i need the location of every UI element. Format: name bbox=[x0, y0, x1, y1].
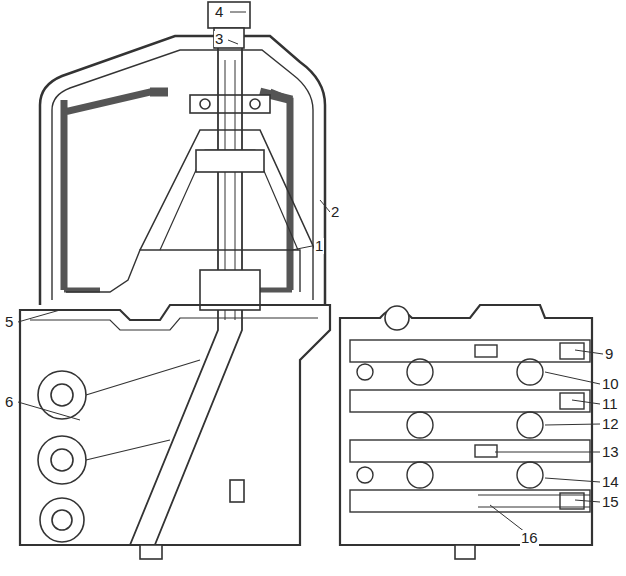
callout-number: 4 bbox=[214, 4, 224, 20]
callout-number: 14 bbox=[601, 474, 620, 490]
callout-number: 1 bbox=[314, 238, 324, 254]
callout-number: 6 bbox=[4, 394, 14, 410]
callout-number: 2 bbox=[330, 204, 340, 220]
callout-number: 16 bbox=[520, 530, 539, 546]
callout-number: 12 bbox=[601, 416, 620, 432]
callout-number: 3 bbox=[214, 31, 224, 47]
callout-number: 11 bbox=[601, 396, 619, 412]
callout-number: 5 bbox=[4, 314, 14, 330]
callout-number: 15 bbox=[601, 494, 620, 510]
callout-number: 9 bbox=[604, 346, 614, 362]
callout-number: 10 bbox=[601, 376, 620, 392]
callout-number: 13 bbox=[601, 444, 620, 460]
